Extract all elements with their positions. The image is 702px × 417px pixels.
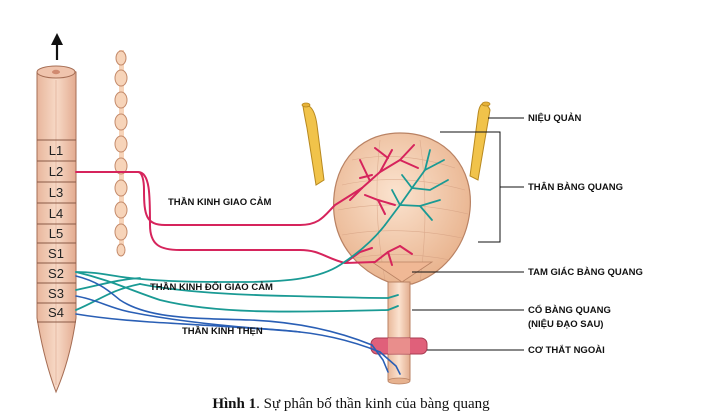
segment-label-l5: L5: [49, 226, 63, 241]
label-posterior-urethra: (NIỆU ĐẠO SAU): [528, 318, 603, 330]
label-bladder-neck: CỔ BÀNG QUANG: [528, 304, 611, 316]
segment-label-l2: L2: [49, 164, 63, 179]
caption-label: Hình 1: [212, 396, 257, 412]
bladder: [333, 132, 471, 285]
external-sphincter: [370, 337, 428, 355]
segment-label-l3: L3: [49, 185, 63, 200]
sympathetic-nerves: [75, 144, 419, 266]
urethra: [387, 281, 411, 385]
segment-label-s4: S4: [48, 305, 64, 320]
ureters: [301, 101, 491, 186]
spinal-cord: [36, 65, 77, 394]
label-ureter: NIỆU QUẢN: [528, 112, 581, 124]
label-parasympathetic-nerve: THẦN KINH ĐỐI GIAO CẢM: [150, 281, 273, 293]
parasympathetic-nerves: [75, 149, 449, 313]
label-trigone: TAM GIÁC BÀNG QUANG: [528, 267, 643, 278]
segment-label-l1: L1: [49, 143, 63, 158]
sympathetic-chain: [114, 50, 128, 257]
label-pudendal-nerve: THẦN KINH THẸN: [182, 326, 263, 337]
segment-label-s3: S3: [48, 286, 64, 301]
pudendal-nerves: [75, 275, 401, 375]
label-sympathetic-nerve: THẦN KINH GIAO CẢM: [168, 196, 272, 208]
label-external-sphincter: CƠ THẮT NGOÀI: [528, 345, 605, 356]
label-bladder-body: THÂN BÀNG QUANG: [528, 181, 623, 193]
figure-caption: Hình 1. Sự phân bố thần kinh của bàng qu…: [0, 396, 702, 413]
upward-arrow-icon: [51, 33, 63, 60]
segment-label-s1: S1: [48, 246, 64, 261]
segment-label-s2: S2: [48, 266, 64, 281]
caption-text: . Sự phân bố thần kinh của bàng quang: [256, 396, 490, 412]
segment-label-l4: L4: [49, 206, 63, 221]
annotation-leaders: [412, 117, 524, 351]
